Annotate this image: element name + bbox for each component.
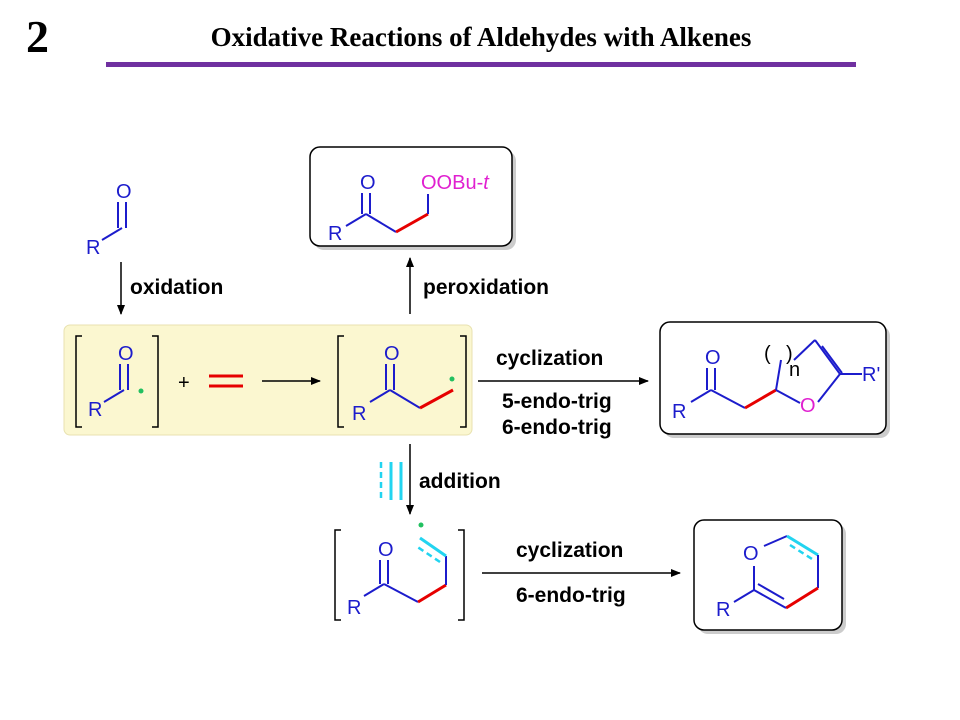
paren-close: ) [786,343,793,365]
atom-r: R [347,597,361,619]
oxidation-label: oxidation [130,276,223,299]
radical-dot [138,388,144,394]
atom-r: R [86,237,100,259]
atom-o: O [384,343,400,365]
peroxide-product: O R OOBu-t [309,146,516,250]
atom-o: O [705,347,721,369]
vinyl-radical: O R [334,522,465,621]
6-endo-trig-label-bottom: 6-endo-trig [516,584,626,607]
acyl-radical: O R [75,335,159,428]
peroxidation-label: peroxidation [423,276,549,299]
intermediate-highlight [63,324,473,436]
ring-size-n: n [789,359,800,381]
peroxide-group: OOBu-t [421,172,490,194]
atom-r: R [672,401,686,423]
cyclization-label-bottom: cyclization [516,539,623,562]
title-underline [106,62,856,67]
cyclic-ether-product: O R O R' ( ) n [659,321,890,438]
aldehyde-start: O R [86,181,132,259]
atom-r-prime: R' [862,364,880,386]
atom-o: O [378,539,394,561]
paren-open: ( [764,343,771,365]
6-endo-trig-label-top: 6-endo-trig [502,416,612,439]
ring-oxygen: O [800,395,816,417]
plus-sign: + [178,372,190,394]
ring-oxygen: O [743,543,759,565]
slide-number: 2 [26,11,49,62]
atom-r: R [352,403,366,425]
slide-title: Oxidative Reactions of Aldehydes with Al… [210,22,752,52]
atom-o: O [360,172,376,194]
alkyne [379,462,403,500]
addition-label: addition [419,470,501,493]
atom-r: R [88,399,102,421]
cyclization-label-top: cyclization [496,347,603,370]
alkene [209,374,243,388]
radical-dot [449,376,455,382]
atom-o: O [118,343,134,365]
atom-r: R [716,599,730,621]
atom-o: O [116,181,132,203]
pyran-product: O R [693,519,846,634]
5-endo-trig-label: 5-endo-trig [502,390,612,413]
radical-dot [418,522,424,528]
atom-r: R [328,223,342,245]
alkyl-radical: O R [337,335,467,428]
